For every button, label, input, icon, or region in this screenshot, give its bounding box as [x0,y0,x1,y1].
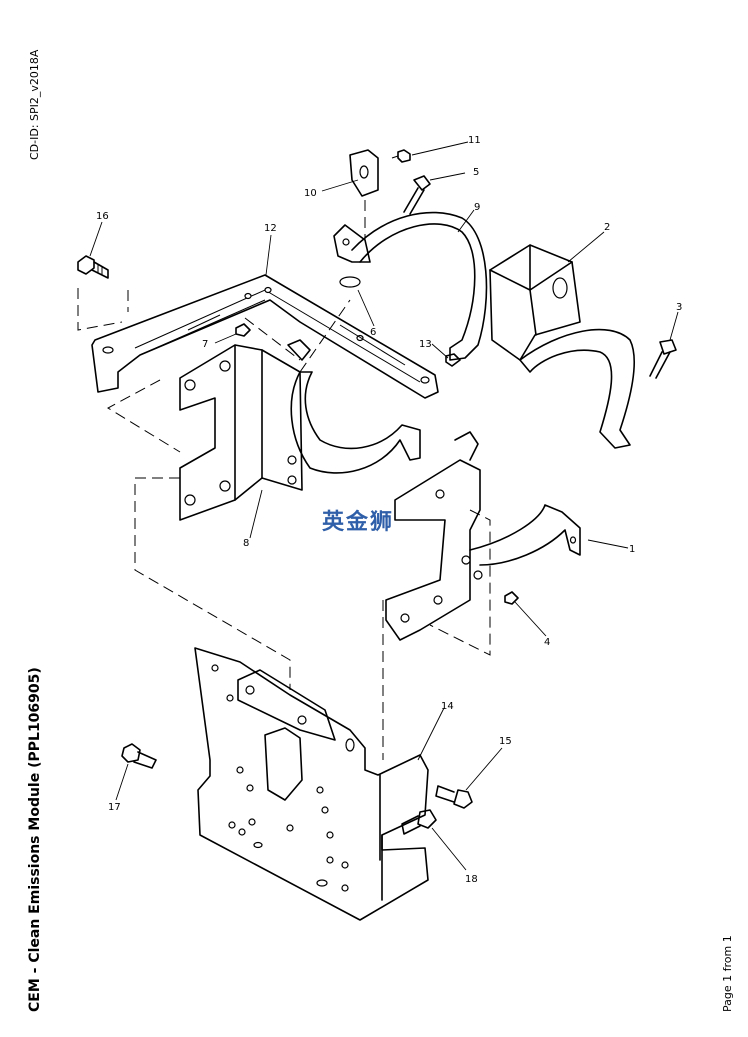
callout-labels: 1 2 3 4 5 6 7 8 9 10 11 12 13 14 15 16 1… [96,135,682,885]
nut-part-4 [504,591,519,605]
mounting-bracket-part-8 [179,339,421,521]
callout-15: 15 [499,736,512,747]
nut-part-13 [445,353,461,367]
callout-5: 5 [473,167,479,178]
bolt-part-17 [121,743,157,769]
bolt-part-3 [649,339,677,379]
callout-1: 1 [629,544,635,555]
callout-8: 8 [243,538,249,549]
callout-3: 3 [676,302,682,313]
bolt-part-5 [403,175,431,215]
callout-18: 18 [465,874,478,885]
screw-part-11 [391,149,411,163]
clamp-housing-part-2 [489,244,635,449]
nut-part-7 [235,323,251,337]
base-plate-part-14 [194,647,429,921]
callout-9: 9 [474,202,480,213]
small-bracket-part-10 [349,149,379,197]
callout-16: 16 [96,211,109,222]
washer-part-6 [339,276,361,288]
callout-7: 7 [202,339,208,350]
callout-12: 12 [264,223,277,234]
callout-leaders [89,141,679,871]
bracket-part-12 [91,274,439,399]
bracket-part-1 [385,431,581,641]
callout-11: 11 [468,135,481,146]
callout-6: 6 [370,327,376,338]
callout-13: 13 [419,339,432,350]
watermark-text: 英金狮 [322,510,395,535]
callout-14: 14 [441,701,454,712]
callout-10: 10 [304,188,317,199]
assembly-dash-lines [77,200,491,760]
callout-17: 17 [108,802,121,813]
bolt-part-18 [401,809,437,835]
bolt-part-16 [77,255,109,279]
bolt-part-15 [435,785,473,809]
callout-4: 4 [544,637,550,648]
callout-2: 2 [604,222,610,233]
strap-clamp-part-9 [333,211,488,361]
